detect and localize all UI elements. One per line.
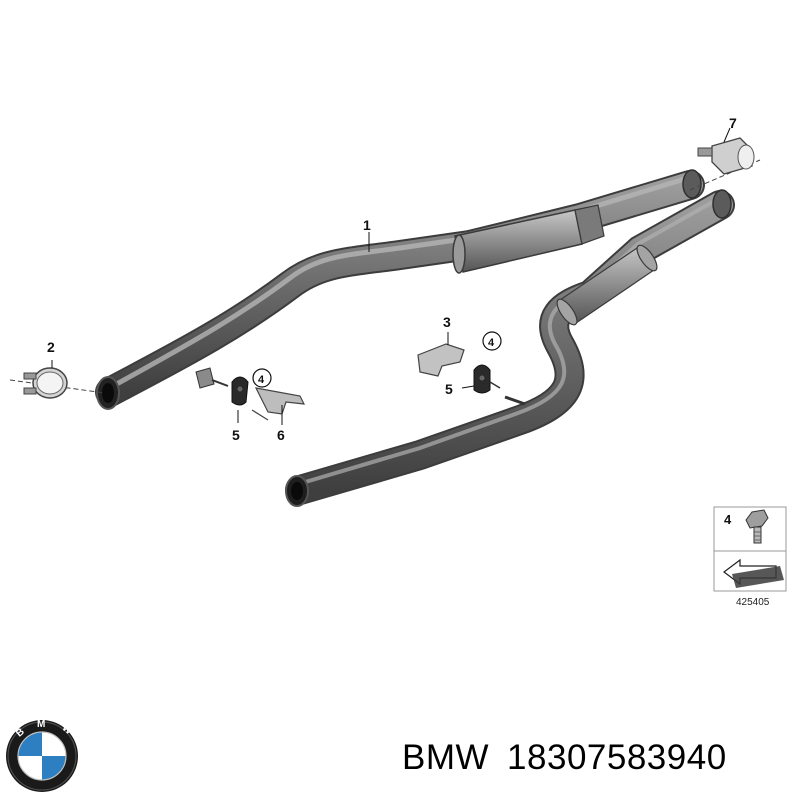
callout-4-right: 4 — [482, 331, 502, 351]
part-number: 18307583940 — [507, 738, 727, 777]
rubber-mount-part-5-right — [461, 364, 501, 394]
callout-4-left: 4 — [252, 368, 272, 388]
bracket-part-3 — [417, 332, 465, 377]
callout-2: 2 — [47, 339, 55, 355]
part-caption: BMW 18307583940 — [402, 738, 794, 786]
callout-1: 1 — [363, 217, 371, 233]
callout-5-right: 5 — [445, 381, 453, 397]
legend-part-number: 4 — [724, 512, 732, 527]
bmw-logo: B M W — [6, 719, 78, 792]
bolt-icon — [745, 509, 769, 544]
front-pipe-upper — [95, 169, 705, 410]
parts-legend-box: 4 425405 — [713, 506, 787, 608]
callout-6: 6 — [277, 427, 285, 443]
callout-3: 3 — [443, 314, 451, 330]
front-pipe-lower — [285, 189, 735, 507]
svg-text:4: 4 — [488, 337, 495, 349]
brand-name: BMW — [402, 738, 490, 777]
svg-text:4: 4 — [258, 374, 265, 386]
clamp-part-2 — [9, 360, 106, 399]
svg-text:M: M — [37, 719, 45, 730]
callout-5-left: 5 — [232, 427, 240, 443]
bracket-part-6 — [251, 387, 306, 425]
drawing-id: 425405 — [736, 597, 770, 608]
callout-7: 7 — [729, 115, 737, 131]
direction-arrow-icon — [723, 558, 784, 588]
rubber-mount-part-5-left — [231, 376, 249, 423]
clamp-part-7 — [689, 127, 761, 191]
